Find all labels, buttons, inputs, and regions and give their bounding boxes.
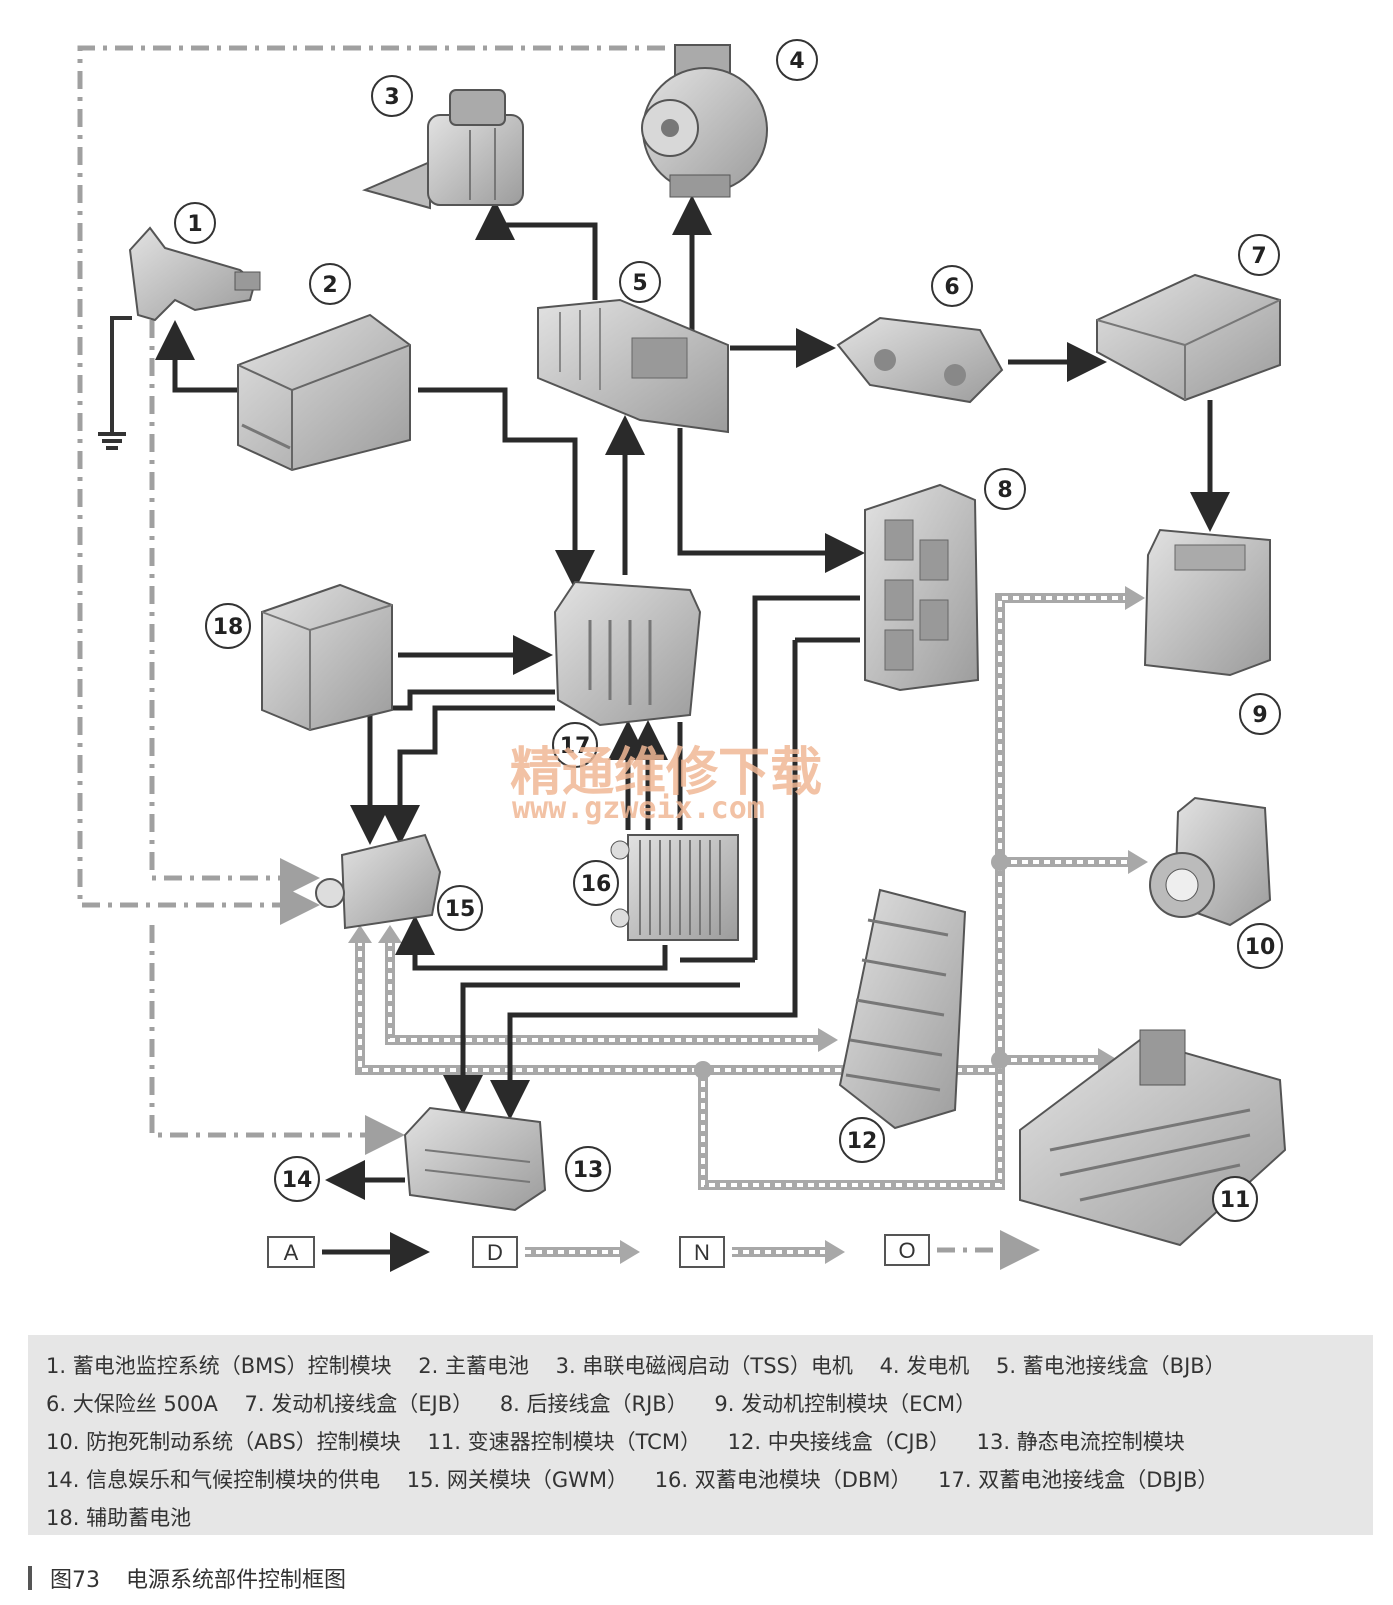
gwm-icon — [315, 833, 442, 930]
legend-item: 5. 蓄电池接线盒（BJB） — [995, 1354, 1226, 1378]
svg-text:11: 11 — [1220, 1188, 1251, 1213]
callout-2: 2 — [309, 263, 351, 305]
data-bus-lines — [348, 586, 1148, 1190]
watermark-url: www.gzweix.com — [512, 791, 765, 826]
line-key-o: O — [884, 1230, 1040, 1270]
svg-text:12: 12 — [847, 1129, 878, 1154]
callout-9: 9 — [1239, 693, 1281, 735]
component-legend: 1. 蓄电池监控系统（BMS）控制模块 2. 主蓄电池 3. 串联电磁阀启动（T… — [28, 1335, 1373, 1535]
callout-5: 5 — [619, 261, 661, 303]
dbjb-icon — [553, 580, 702, 727]
watermark-text: 精通维修下载 — [510, 743, 822, 803]
callout-18: 18 — [205, 603, 251, 649]
legend-item: 1. 蓄电池监控系统（BMS）控制模块 — [46, 1354, 392, 1378]
legend-item: 4. 发电机 — [879, 1354, 970, 1378]
starter-motor-icon — [361, 89, 524, 210]
svg-text:13: 13 — [573, 1158, 604, 1183]
svg-text:7: 7 — [1251, 244, 1266, 269]
legend-item: 3. 串联电磁阀启动（TSS）电机 — [555, 1354, 853, 1378]
generator-icon — [641, 44, 768, 198]
callout-13: 13 — [565, 1146, 611, 1192]
legend-item: 18. 辅助蓄电池 — [46, 1506, 192, 1530]
ecm-icon — [1143, 528, 1271, 677]
legend-item: 17. 双蓄电池接线盒（DBJB） — [938, 1468, 1219, 1492]
dbm-icon — [610, 834, 739, 941]
svg-text:15: 15 — [445, 897, 476, 922]
bms-module-icon — [128, 226, 261, 322]
legend-item: 16. 双蓄电池模块（DBM） — [654, 1468, 912, 1492]
legend-item: 15. 网关模块（GWM） — [406, 1468, 628, 1492]
legend-item: 8. 后接线盒（RJB） — [499, 1392, 688, 1416]
legend-item: 7. 发动机接线盒（EJB） — [244, 1392, 474, 1416]
power-system-diagram: 1 2 3 4 5 6 7 8 9 10 11 12 13 14 15 16 1… — [77, 39, 1287, 1272]
svg-text:N: N — [694, 1240, 710, 1265]
svg-text:D: D — [487, 1240, 503, 1265]
legend-item: 6. 大保险丝 500A — [46, 1392, 218, 1416]
svg-text:14: 14 — [282, 1168, 313, 1193]
figure-number: 图73 — [50, 1568, 100, 1593]
callout-6: 6 — [931, 265, 973, 307]
main-battery-icon — [237, 313, 411, 472]
figure-caption: 图73 电源系统部件控制框图 — [28, 1560, 346, 1596]
callout-1: 1 — [174, 202, 216, 244]
legend-item: 2. 主蓄电池 — [418, 1354, 529, 1378]
line-key-a: A — [267, 1232, 430, 1272]
callout-17: 17 — [552, 722, 598, 768]
legend-item: 11. 变速器控制模块（TCM） — [427, 1430, 701, 1454]
legend-item: 12. 中央接线盒（CJB） — [727, 1430, 950, 1454]
aux-battery-icon — [261, 583, 393, 732]
svg-text:3: 3 — [384, 85, 399, 110]
legend-item: 13. 静态电流控制模块 — [976, 1430, 1185, 1454]
legend-item: 9. 发动机控制模块（ECM） — [714, 1392, 977, 1416]
callout-3: 3 — [371, 75, 413, 117]
ejb-icon — [1096, 273, 1281, 402]
abs-module-icon — [1149, 796, 1272, 927]
dash-dot-lines — [77, 45, 665, 1155]
power-lines — [155, 195, 1230, 1200]
svg-text:18: 18 — [213, 615, 244, 640]
svg-text:5: 5 — [632, 271, 647, 296]
figure-title: 电源系统部件控制框图 — [126, 1568, 347, 1593]
legend-item: 14. 信息娱乐和气候控制模块的供电 — [46, 1468, 381, 1492]
svg-text:10: 10 — [1245, 935, 1276, 960]
callout-10: 10 — [1237, 923, 1283, 969]
cjb-icon — [838, 888, 967, 1130]
line-key-d: D — [472, 1236, 640, 1268]
svg-text:4: 4 — [789, 49, 804, 74]
bjb-icon — [537, 298, 729, 434]
svg-text:9: 9 — [1252, 703, 1267, 728]
callout-7: 7 — [1238, 234, 1280, 276]
legend-item: 10. 防抱死制动系统（ABS）控制模块 — [46, 1430, 401, 1454]
callout-4: 4 — [776, 39, 818, 81]
svg-text:16: 16 — [581, 872, 612, 897]
line-key-n: N — [679, 1236, 845, 1268]
svg-text:1: 1 — [187, 212, 202, 237]
callout-15: 15 — [437, 885, 483, 931]
svg-text:17: 17 — [560, 734, 591, 759]
callout-11: 11 — [1212, 1176, 1258, 1222]
mega-fuse-icon — [836, 316, 1004, 404]
svg-text:8: 8 — [997, 478, 1012, 503]
callout-14: 14 — [274, 1156, 320, 1202]
ground-icon — [98, 316, 132, 450]
svg-text:2: 2 — [322, 273, 337, 298]
callout-8: 8 — [984, 468, 1026, 510]
svg-text:A: A — [284, 1240, 299, 1265]
caption-bar — [28, 1566, 32, 1590]
qcm-icon — [403, 1106, 547, 1212]
svg-text:O: O — [898, 1238, 915, 1263]
callout-12: 12 — [839, 1117, 885, 1163]
rjb-icon — [864, 483, 980, 692]
callout-16: 16 — [573, 860, 619, 906]
svg-text:6: 6 — [944, 275, 959, 300]
